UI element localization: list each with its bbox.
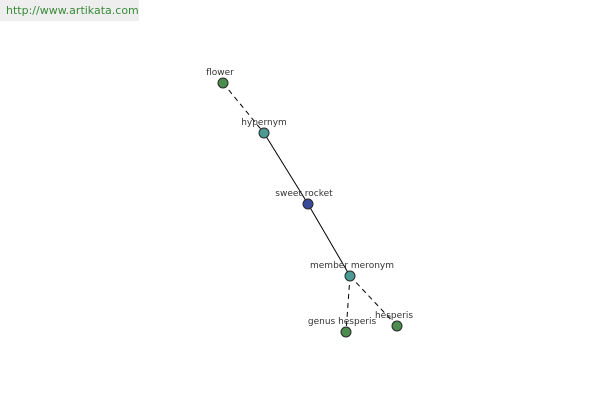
edge-member-meronym-genus-hesperis bbox=[345, 275, 351, 333]
node-flower-dot[interactable] bbox=[217, 77, 229, 89]
node-flower[interactable]: flower bbox=[206, 68, 234, 89]
node-sweet-rocket-label: sweet rocket bbox=[275, 189, 333, 199]
node-genus-hesperis-label: genus hesperis bbox=[308, 317, 377, 327]
node-member-meronym-label: member meronym bbox=[310, 261, 394, 271]
node-genus-hesperis-dot[interactable] bbox=[340, 326, 352, 338]
node-flower-label: flower bbox=[206, 68, 234, 78]
edge-flower-hypernym bbox=[222, 82, 265, 134]
node-hypernym-label: hypernym bbox=[241, 118, 287, 128]
edge-hypernym-sweet-rocket bbox=[263, 132, 309, 205]
node-hesperis-label: hesperis bbox=[375, 311, 413, 321]
edge-member-meronym-hesperis bbox=[349, 275, 398, 327]
node-member-meronym[interactable]: member meronym bbox=[310, 261, 394, 282]
node-genus-hesperis[interactable]: genus hesperis bbox=[308, 317, 377, 338]
edge-sweet-rocket-member-meronym bbox=[307, 203, 351, 277]
node-sweet-rocket[interactable]: sweet rocket bbox=[275, 189, 333, 210]
node-hypernym[interactable]: hypernym bbox=[241, 118, 287, 139]
node-hesperis[interactable]: hesperis bbox=[375, 311, 413, 332]
node-hesperis-dot[interactable] bbox=[391, 320, 403, 332]
url-banner: http://www.artikata.com bbox=[0, 0, 139, 21]
node-member-meronym-dot[interactable] bbox=[344, 270, 356, 282]
site-url-link[interactable]: http://www.artikata.com bbox=[6, 4, 139, 17]
nodes-layer: flower hypernym sweet rocket member mero… bbox=[206, 68, 413, 338]
node-hypernym-dot[interactable] bbox=[258, 127, 270, 139]
node-sweet-rocket-dot[interactable] bbox=[302, 198, 314, 210]
edges-layer bbox=[222, 82, 398, 333]
